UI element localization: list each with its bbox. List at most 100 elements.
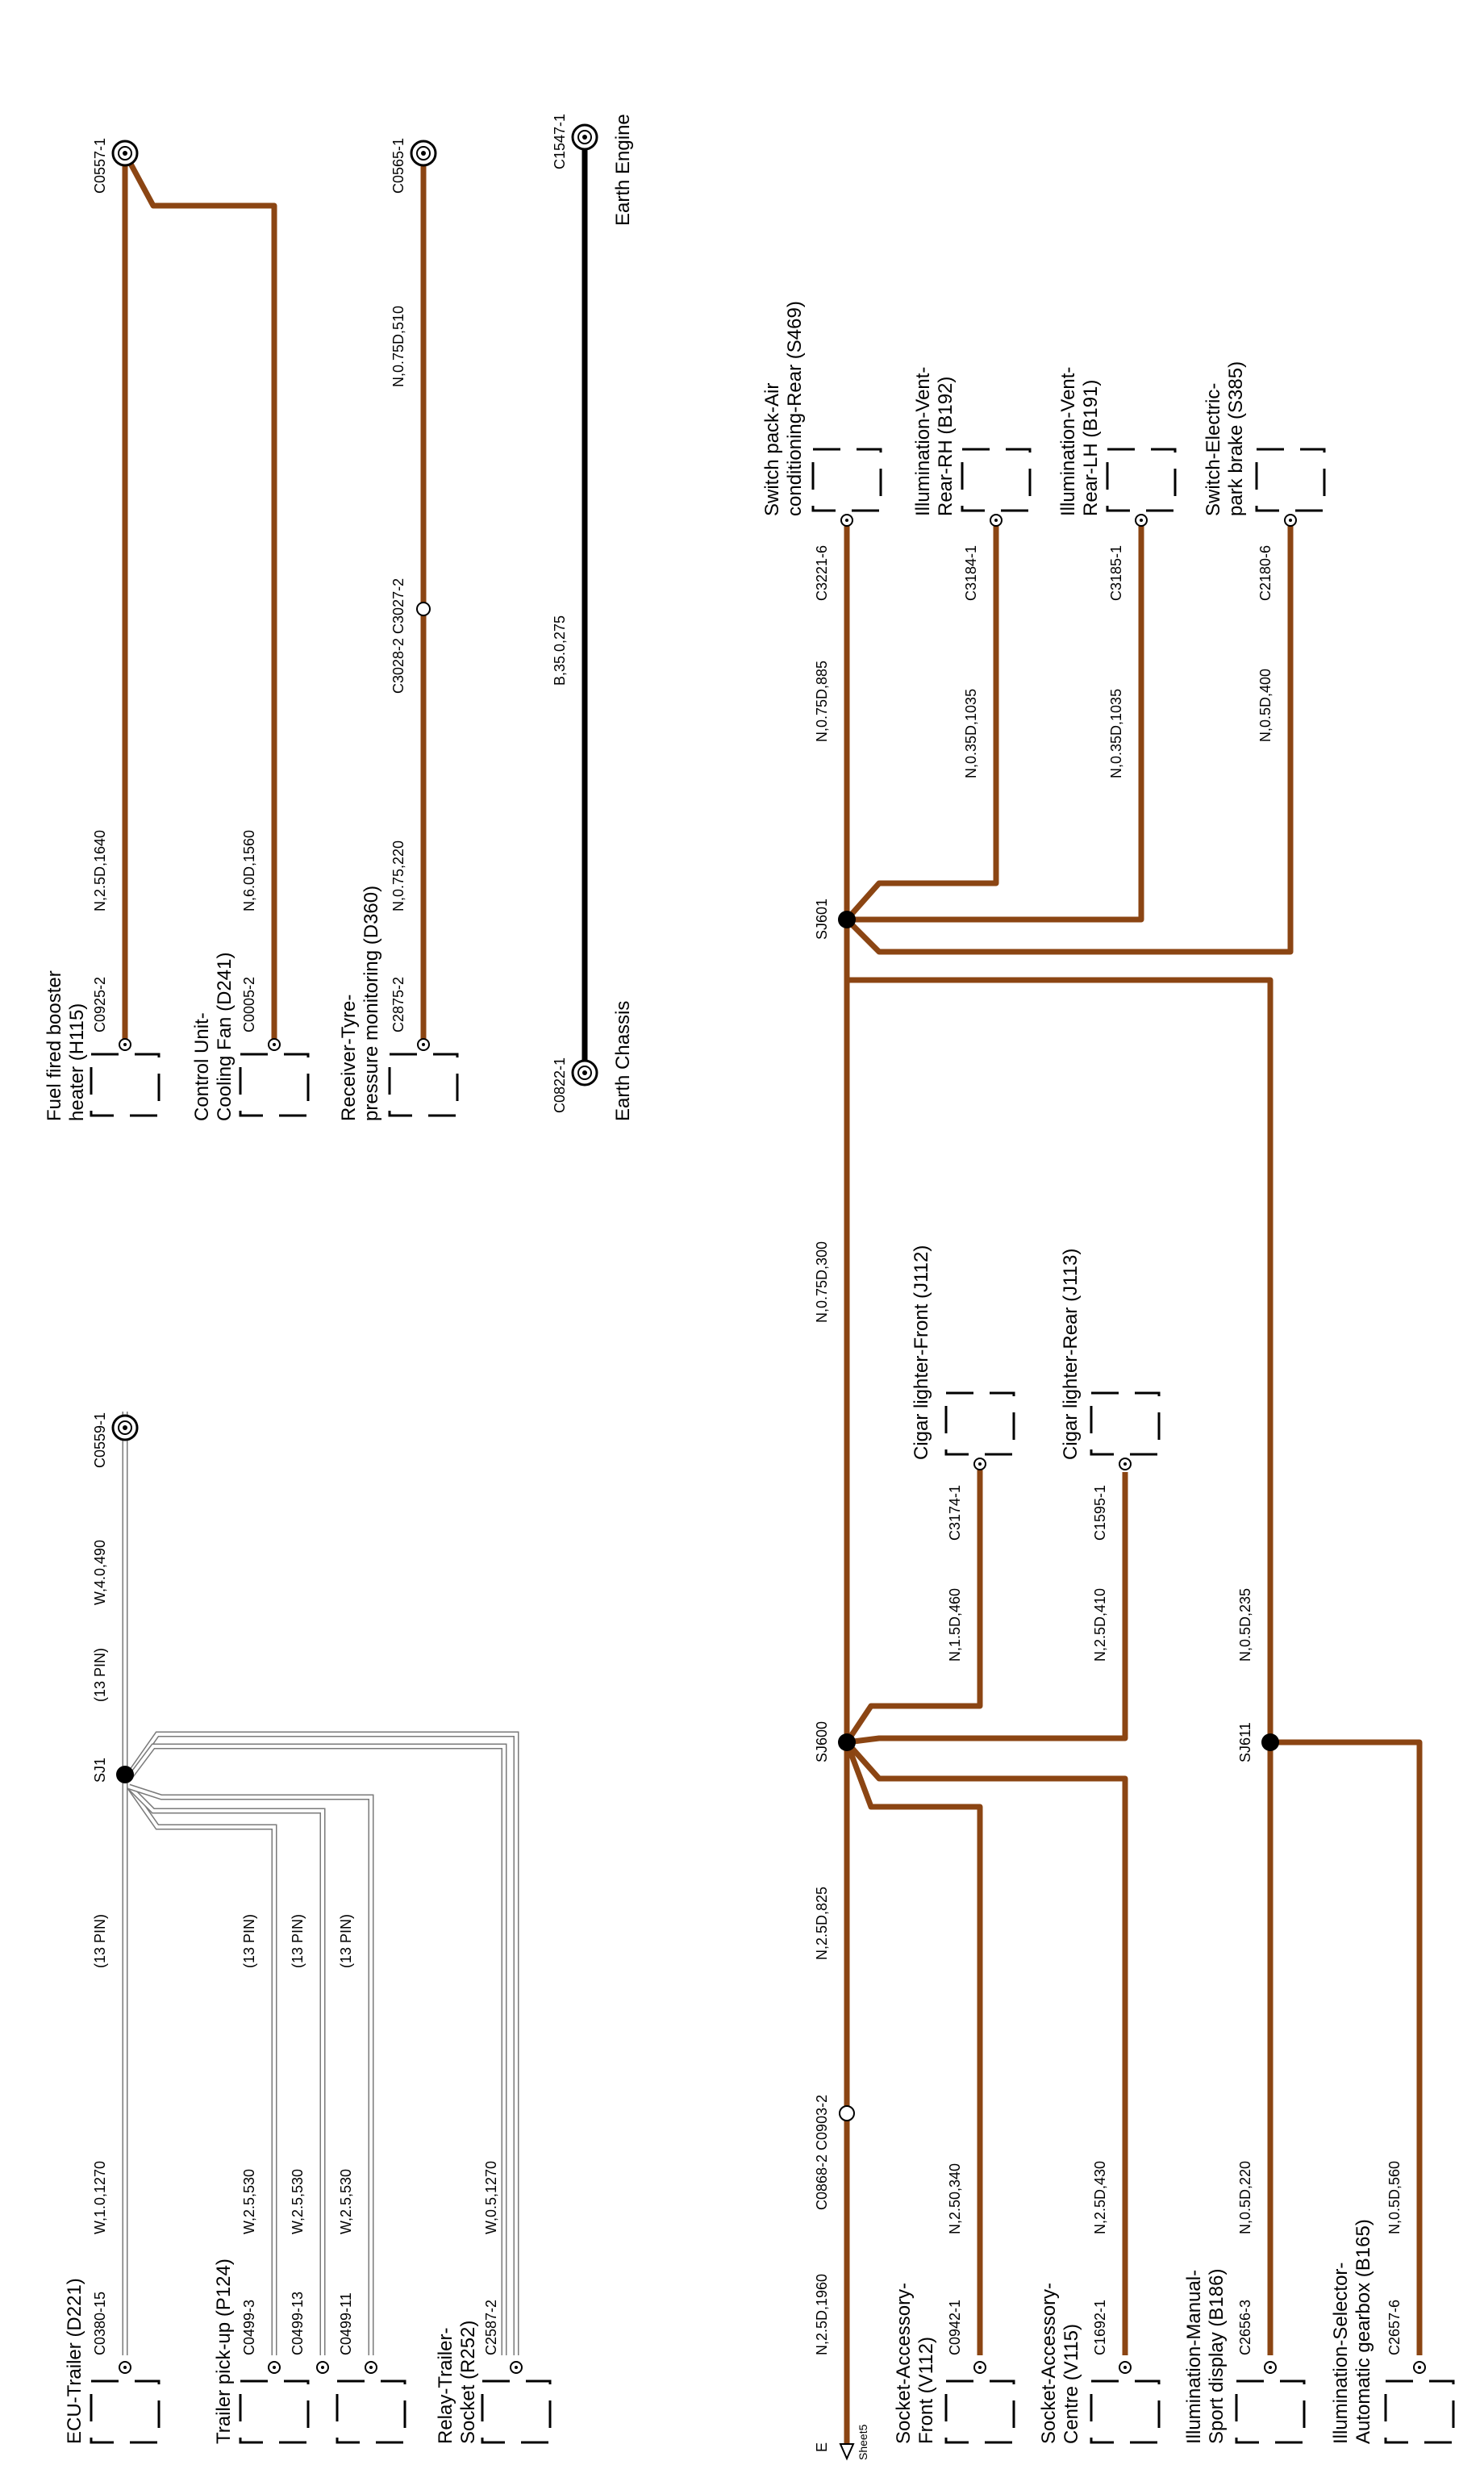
component-title-socket-centre-2: Centre (V115) <box>1061 2324 1082 2444</box>
wire-label-cigar-front: N,1.5D,460 <box>947 1588 963 1662</box>
component-switch-pack-ac: Switch pack-Air conditioning-Rear (S469)… <box>761 301 882 742</box>
splice-sj611 <box>1261 1733 1279 1751</box>
wire-sj600-socket-centre <box>844 1740 1128 2355</box>
component-title-illum-manual-2: Sport display (B186) <box>1206 2269 1228 2444</box>
wire-label-switch-pack: N,0.75D,885 <box>814 661 830 742</box>
wire-label-main-825: N,2.5D,825 <box>814 1887 830 1960</box>
component-title-socket-front-1: Socket-Accessory- <box>893 2283 915 2444</box>
wire-label-main-1960: N,2.5D,1960 <box>814 2274 830 2355</box>
wire-label-earth: B,35.0,275 <box>552 615 568 686</box>
component-ecu-trailer: ECU-Trailer (D221) C0380-15 W,1.0,1270 <box>64 2161 160 2444</box>
component-title-illum-selector-2: Automatic gearbox (B165) <box>1353 2219 1374 2444</box>
connector-label-c0942: C0942-1 <box>947 2300 963 2355</box>
wire-sj601-vent-lh <box>847 524 1144 923</box>
wire-sj600-cigar-front <box>844 1468 983 1744</box>
wire-label-vent-lh: N,0.35D,1035 <box>1108 689 1124 778</box>
wire-label-park-brake: N,0.5D,400 <box>1257 669 1273 742</box>
wire-label-socket-front: N,2.50,340 <box>947 2163 963 2234</box>
splice-sj601 <box>838 911 856 928</box>
connector-label-c0499-13: C0499-13 <box>290 2292 306 2355</box>
earth-engine-label: Earth Engine <box>612 114 634 226</box>
component-title-ecu-trailer: ECU-Trailer (D221) <box>64 2278 85 2444</box>
wire-sj601-park-brake <box>844 524 1294 955</box>
sheet-label: Sheet5 <box>857 2424 869 2460</box>
wire-sj600-socket-front <box>844 1741 983 2355</box>
component-title-vent-rh-1: Illumination-Vent- <box>912 367 934 516</box>
connector-label-c1595: C1595-1 <box>1092 1485 1108 1541</box>
connector-label-c2180: C2180-6 <box>1257 545 1273 601</box>
inline-connector-c3028 <box>416 602 431 616</box>
top-right-circuits: C0557-1 Fuel fired booster heater (H115)… <box>44 114 634 1121</box>
trailer-wiring: SJ1 C0559-1 W,4.0,490 (13 PIN) (13 PIN) … <box>64 1412 552 2444</box>
splice-sj1 <box>116 1766 134 1783</box>
component-title-fan-1: Control Unit- <box>191 1012 213 1121</box>
pin-label-pickup-1: (13 PIN) <box>241 1914 257 1968</box>
wire-label-illum-selector: N,0.5D,560 <box>1386 2161 1403 2234</box>
connector-label-c2657: C2657-6 <box>1386 2300 1403 2355</box>
component-title-heater-1: Fuel fired booster <box>44 970 65 1121</box>
earth-eyelet-c0822 <box>571 1059 598 1087</box>
component-title-park-brake-2: park brake (S385) <box>1225 361 1247 516</box>
connector-label-c2875: C2875-2 <box>390 977 406 1032</box>
component-title-vent-lh-2: Rear-LH (B191) <box>1080 380 1102 516</box>
sheet-letter: E <box>814 2442 830 2452</box>
connector-label-c3221: C3221-6 <box>814 545 830 601</box>
connector-label-c0499-11: C0499-11 <box>338 2292 354 2355</box>
connector-label-c0925: C0925-2 <box>92 977 108 1032</box>
connector-label-c0005: C0005-2 <box>241 977 257 1032</box>
inline-label-c0868: C0868-2 C0903-2 <box>814 2095 830 2210</box>
trailer-wires <box>122 1412 519 2355</box>
wire-label-ecu: W,1.0,1270 <box>92 2161 108 2234</box>
component-socket-accessory-centre: Socket-Accessory- Centre (V115) C1692-1 … <box>1038 2161 1161 2444</box>
connector-label-c0557: C0557-1 <box>92 138 108 194</box>
earth-eyelet-c0557 <box>111 140 139 167</box>
component-cigar-lighter-rear: Cigar lighter-Rear (J113) C1595-1 N,2.5D… <box>1060 1249 1161 1662</box>
pin-label-sj1-top: (13 PIN) <box>92 1648 108 1702</box>
wire-label-heater: N,2.5D,1640 <box>92 830 108 911</box>
connector-label-c0499-3: C0499-3 <box>241 2300 257 2355</box>
connector-label-c0380: C0380-15 <box>92 2292 108 2355</box>
pin-label-pickup-3: (13 PIN) <box>338 1914 354 1968</box>
wire-sj601-vent-rh <box>844 524 999 922</box>
component-title-trailer-pickup: Trailer pick-up (P124) <box>213 2259 235 2444</box>
inline-connector-c0868 <box>839 2105 855 2121</box>
wire-label-pickup-3: W,2.5,530 <box>338 2169 354 2234</box>
connector-label-c0559: C0559-1 <box>92 1412 108 1468</box>
pin-label-ecu: (13 PIN) <box>92 1914 108 1968</box>
component-fuel-fired-heater: Fuel fired booster heater (H115) C0925-2… <box>44 830 160 1121</box>
splice-label-sj1: SJ1 <box>92 1758 108 1783</box>
earth-eyelet-c0565 <box>410 140 437 167</box>
wire-label-main-300: N,0.75D,300 <box>814 1241 830 1323</box>
connector-label-c0822: C0822-1 <box>552 1057 568 1113</box>
component-title-relay-1: Relay-Trailer- <box>435 2328 456 2444</box>
component-title-tyre-1: Receiver-Tyre- <box>338 995 360 1121</box>
component-title-socket-front-2: Front (V112) <box>915 2337 937 2444</box>
connector-label-c1547: C1547-1 <box>552 114 568 169</box>
component-trailer-pickup: Trailer pick-up (P124) C0499-3 C0499-13 … <box>213 2169 406 2444</box>
component-title-park-brake-1: Switch-Electric- <box>1203 383 1224 516</box>
component-title-cigar-front: Cigar lighter-Front (J112) <box>911 1245 932 1460</box>
wire-label-fan: N,6.0D,1560 <box>241 830 257 911</box>
component-title-vent-rh-2: Rear-RH (B192) <box>935 377 957 516</box>
wire-label-socket-centre: N,2.5D,430 <box>1092 2161 1108 2234</box>
earth-chassis-label: Earth Chassis <box>612 1001 634 1121</box>
component-illumination-selector: Illumination-Selector- Automatic gearbox… <box>1330 2161 1455 2444</box>
earth-chassis-engine: C0822-1 C1547-1 B,35.0,275 Earth Chassis… <box>552 114 634 1121</box>
wire-sj611-selector <box>1270 1739 1423 2355</box>
earth-eyelet-c0559 <box>111 1414 139 1441</box>
wire-label-tyre-2: N,0.75D,510 <box>390 306 406 387</box>
component-title-cigar-rear: Cigar lighter-Rear (J113) <box>1060 1249 1082 1460</box>
splice-label-sj600: SJ600 <box>814 1721 830 1762</box>
component-cigar-lighter-front: Cigar lighter-Front (J112) C3174-1 N,1.5… <box>911 1245 1015 1662</box>
splice-label-sj611: SJ611 <box>1237 1722 1253 1762</box>
component-title-socket-centre-1: Socket-Accessory- <box>1038 2283 1060 2444</box>
wire-label-w4-0-490: W,4.0,490 <box>92 1540 108 1605</box>
connector-label-c3185: C3185-1 <box>1108 545 1124 601</box>
component-tyre-pressure: C0565-1 Receiver-Tyre- pressure monitori… <box>338 138 459 1121</box>
component-electric-park-brake: Switch-Electric- park brake (S385) C2180… <box>1203 361 1326 742</box>
connector-label-c0565: C0565-1 <box>390 138 406 194</box>
wire-label-relay: W,0.5,1270 <box>483 2161 499 2234</box>
wire-label-illum-manual: N,0.5D,220 <box>1237 2161 1253 2234</box>
component-title-vent-lh-1: Illumination-Vent- <box>1057 367 1079 516</box>
